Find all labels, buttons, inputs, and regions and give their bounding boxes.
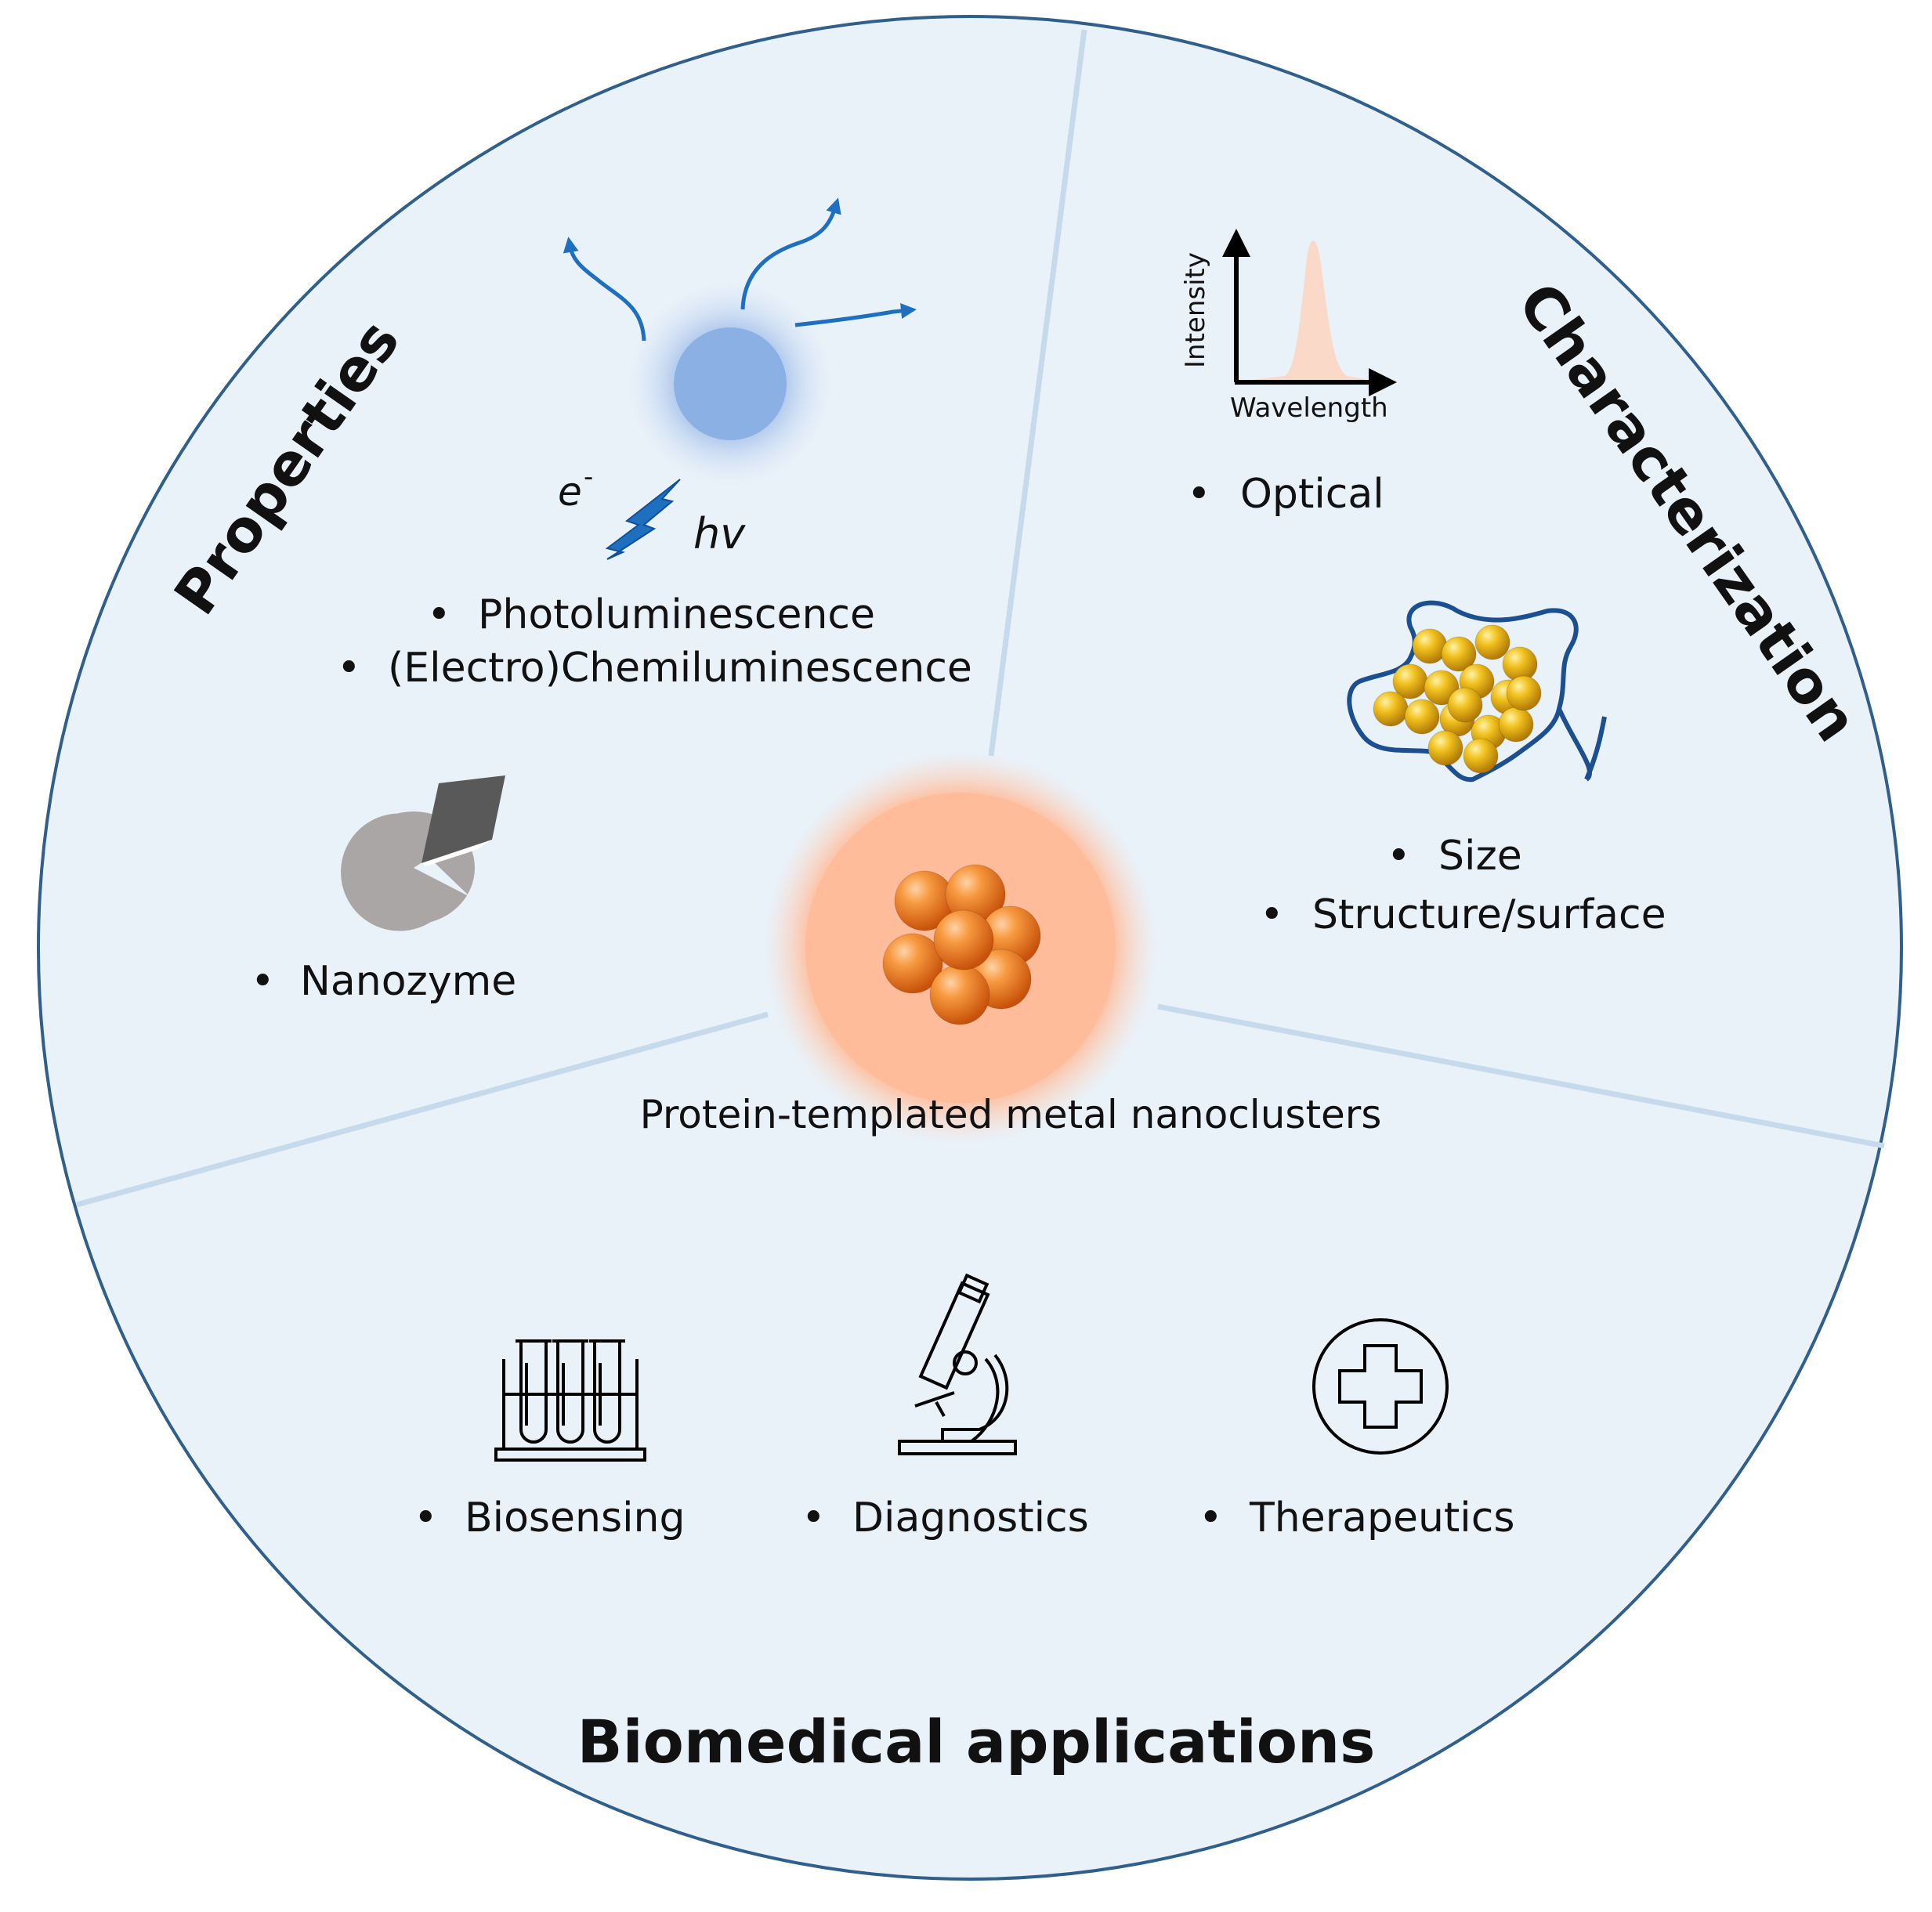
- list-item-bullet: •: [1199, 1495, 1223, 1542]
- list-item-bullet: •: [801, 1495, 826, 1542]
- medical-cross-icon: [1312, 1318, 1449, 1455]
- nanozyme-pie-icon: [341, 775, 505, 931]
- list-item: Size: [1438, 833, 1522, 880]
- photon-label: hv: [693, 509, 746, 558]
- sphere: [1404, 699, 1440, 735]
- sphere: [1506, 675, 1542, 711]
- lightning-icon: [605, 479, 681, 560]
- center-label: Protein-templated metal nanoclusters: [640, 1092, 1382, 1137]
- gold-nanocluster: [1373, 624, 1542, 774]
- list-item-bullet: •: [427, 591, 451, 638]
- nanocluster-icon: [882, 864, 1041, 1025]
- list-item-bullet: •: [337, 645, 361, 692]
- list-item-bullet: •: [414, 1495, 438, 1542]
- sphere: [929, 964, 990, 1025]
- list-item-bullet: •: [1187, 471, 1211, 518]
- applications-section: • Biosensing • Diagnostics • Therapeutic…: [414, 1273, 1514, 1776]
- sphere: [882, 933, 943, 994]
- list-item: (Electro)Chemiluminescence: [388, 645, 972, 692]
- sphere: [933, 909, 994, 970]
- graph-x-label: Wavelength: [1230, 392, 1388, 424]
- center-nanocluster: Protein-templated metal nanoclusters: [640, 752, 1382, 1144]
- sphere: [1463, 738, 1499, 774]
- electron-superscript: -: [584, 461, 593, 493]
- applications-list: • Biosensing • Diagnostics • Therapeutic…: [414, 1495, 1514, 1542]
- characterization-list: • Size • Structure/surface: [1260, 833, 1666, 938]
- list-item-bullet: •: [1387, 833, 1411, 880]
- applications-title: Biomedical applications: [577, 1707, 1376, 1776]
- sphere: [1498, 707, 1534, 743]
- list-item-bullet: •: [1260, 891, 1284, 938]
- test-tubes-icon: [494, 1339, 646, 1462]
- list-item: Biosensing: [465, 1495, 685, 1542]
- glowing-particle-icon: [563, 197, 917, 486]
- microscope-icon: [898, 1273, 1017, 1455]
- section-dividers: [76, 29, 1885, 1208]
- electron-label: e: [558, 469, 582, 515]
- optical-label: Optical: [1240, 471, 1384, 518]
- list-item: Structure/surface: [1312, 891, 1666, 938]
- list-item: Therapeutics: [1249, 1495, 1514, 1542]
- sphere: [1441, 636, 1477, 672]
- sphere: [1373, 691, 1409, 727]
- sphere: [1427, 730, 1463, 766]
- properties-list: • Photoluminescence • (Electro)Chemilumi…: [337, 591, 972, 692]
- list-item-bullet: •: [251, 958, 275, 1005]
- sphere: [1447, 687, 1483, 723]
- list-item: Diagnostics: [852, 1495, 1089, 1542]
- sphere: [1474, 624, 1511, 660]
- graph-y-label: Intensity: [1180, 252, 1211, 368]
- protein-cluster-icon: [1347, 600, 1607, 783]
- properties-section: Properties e - hv • Photoluminescence • …: [161, 197, 972, 1005]
- nanozyme-label: Nanozyme: [300, 958, 516, 1005]
- list-item: Photoluminescence: [478, 591, 875, 638]
- spectrum-graph-icon: Intensity Wavelength: [1180, 229, 1397, 424]
